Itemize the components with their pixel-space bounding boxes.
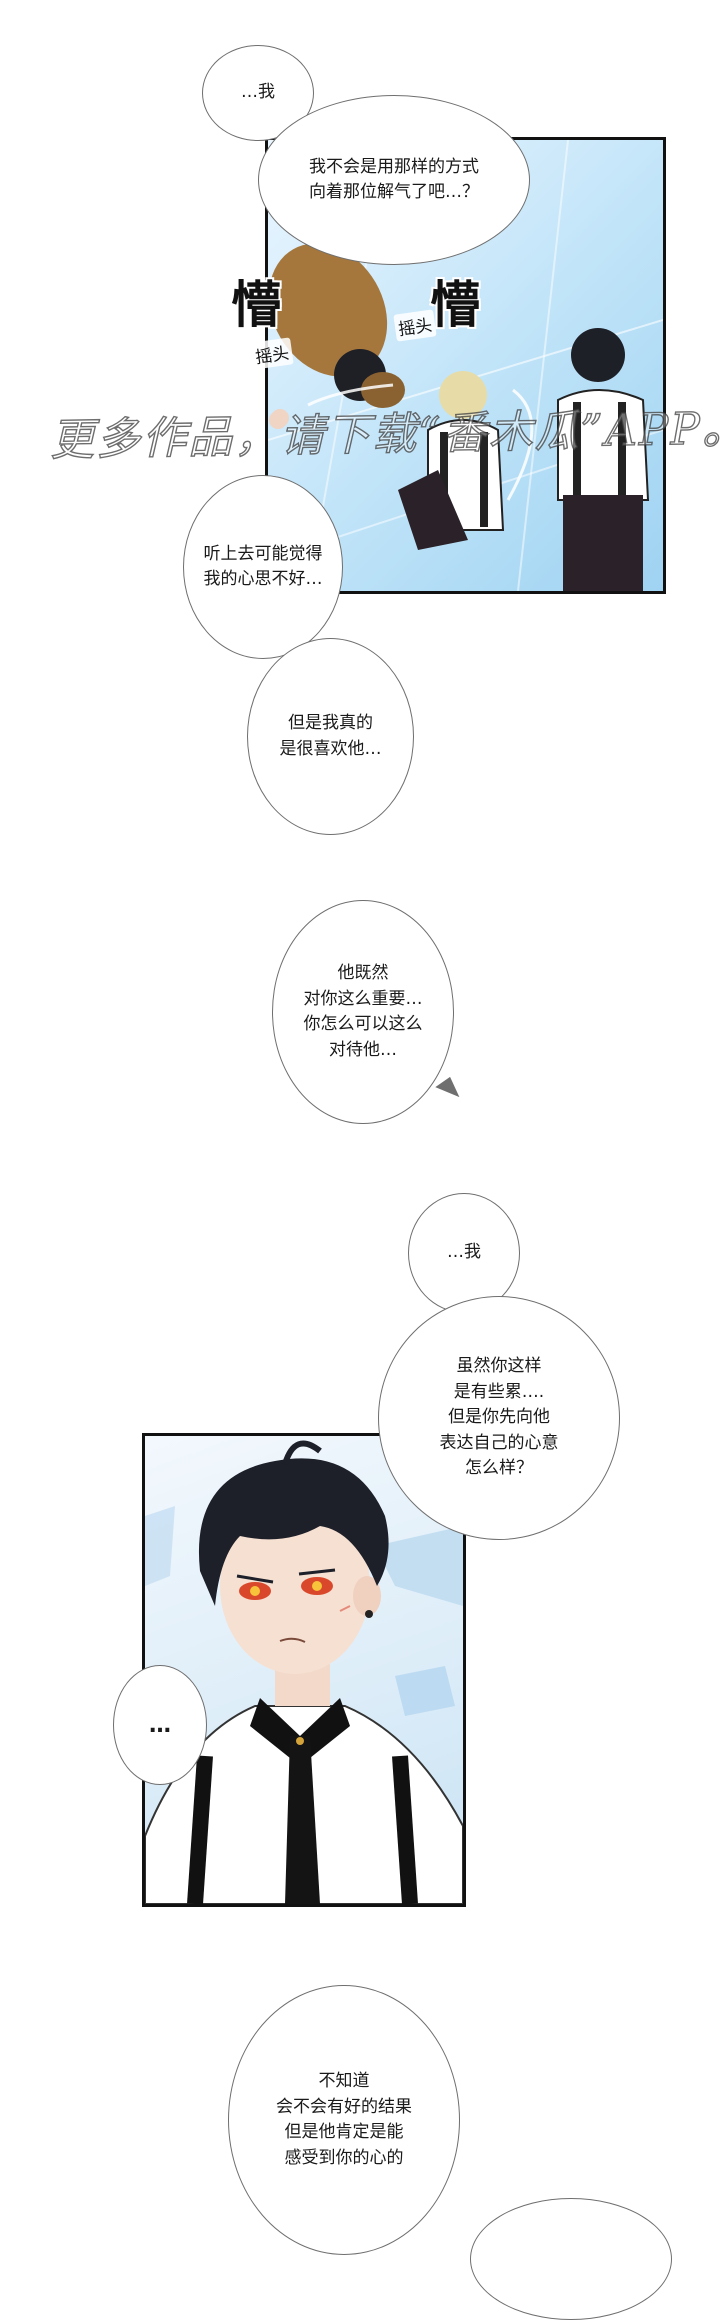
- speech-bubble-6: …我: [408, 1193, 520, 1313]
- watermark-text: 更多作品，请下载“番木瓜”APP。: [49, 402, 720, 467]
- blonde-character: [398, 371, 505, 550]
- sfx-dazed-right: 懵: [430, 276, 480, 334]
- speech-text-7: 虽然你这样 是有些累…. 但是你先向他 表达自己的心意 怎么样？: [439, 1356, 559, 1479]
- speech-bubble-9: 不知道 会不会有好的结果 但是他肯定是能 感受到你的心的: [228, 1985, 460, 2255]
- speech-text-1: …我: [241, 82, 275, 103]
- dark-haired-character: [557, 328, 650, 591]
- speech-bubble-4: 但是我真的 是很喜欢他…: [247, 638, 414, 835]
- sfx-headshake-left: 摇头: [250, 337, 294, 370]
- speech-bubble-3: 听上去可能觉得 我的心思不好…: [183, 475, 343, 659]
- speech-bubble-5: 他既然 对你这么重要… 你怎么可以这么 对待他…: [272, 900, 454, 1124]
- speech-text-9: 不知道 会不会有好的结果 但是他肯定是能 感受到你的心的: [276, 2071, 412, 2168]
- speech-tail-5: [435, 1076, 463, 1106]
- sfx-headshake-right: 摇头: [393, 309, 437, 342]
- speech-bubble-8: …: [113, 1665, 207, 1785]
- speech-bubble-10-partial: [470, 2198, 672, 2320]
- speech-bubble-2: 我不会是用那样的方式 向着那位解气了吧…？: [258, 95, 530, 265]
- speech-text-5: 他既然 对你这么重要… 你怎么可以这么 对待他…: [303, 963, 423, 1060]
- sfx-dazed-left: 懵: [231, 276, 281, 334]
- speech-bubble-7: 虽然你这样 是有些累…. 但是你先向他 表达自己的心意 怎么样？: [378, 1296, 620, 1540]
- speech-text-8: …: [149, 1712, 171, 1738]
- speech-text-4: 但是我真的 是很喜欢他…: [279, 713, 382, 759]
- speech-text-2: 我不会是用那样的方式 向着那位解气了吧…？: [309, 156, 479, 203]
- speech-text-3: 听上去可能觉得 我的心思不好…: [203, 543, 323, 590]
- portrait-illustration: [145, 1440, 463, 1904]
- speech-text-6: …我: [447, 1242, 481, 1263]
